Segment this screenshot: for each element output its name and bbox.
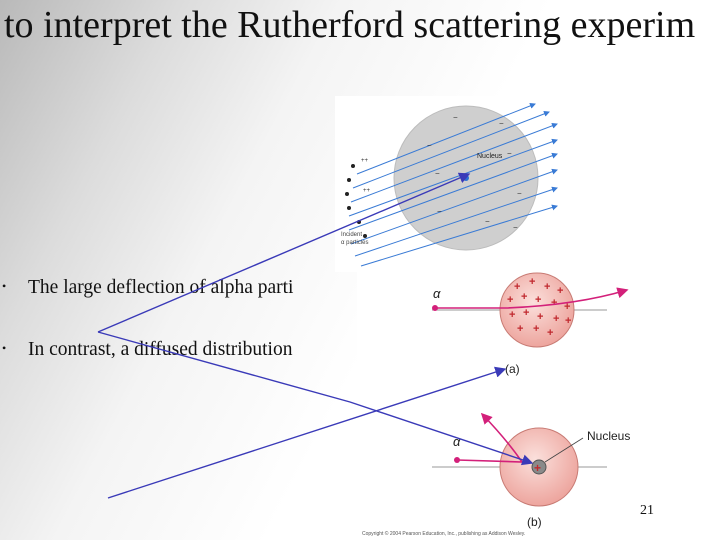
- svg-text:+: +: [517, 323, 523, 335]
- svg-text:+: +: [557, 285, 563, 297]
- alpha-label-b: α: [453, 434, 461, 449]
- svg-text:+: +: [523, 307, 529, 319]
- figure-copyright: Copyright © 2004 Pearson Education, Inc.…: [362, 531, 525, 537]
- svg-text:−: −: [485, 217, 490, 226]
- alpha-particle-a: [432, 305, 438, 311]
- svg-text:+: +: [507, 294, 513, 306]
- svg-text:+: +: [551, 297, 557, 309]
- svg-text:+: +: [529, 276, 535, 288]
- nucleus-label: Nucleus: [477, 153, 503, 160]
- nucleus-dot: [463, 175, 469, 181]
- nucleus-plus: +: [534, 461, 541, 475]
- svg-text:+: +: [514, 281, 520, 293]
- thomson-vs-rutherford-figure: ++++ +++++ +++++ +++ α (a) + Nucleus α (…: [357, 270, 720, 540]
- incident-label-line1: Incident: [341, 232, 362, 238]
- svg-text:+: +: [509, 309, 515, 321]
- svg-text:−: −: [507, 149, 512, 158]
- part-b-label: (b): [527, 515, 542, 529]
- alpha-particle-b: [454, 457, 460, 463]
- svg-text:+: +: [547, 327, 553, 339]
- svg-text:+: +: [544, 281, 550, 293]
- svg-text:−: −: [437, 207, 442, 216]
- svg-text:+: +: [553, 313, 559, 325]
- svg-text:+: +: [535, 294, 541, 306]
- svg-text:++: ++: [361, 158, 369, 164]
- page-number: 21: [640, 503, 654, 519]
- alpha-particles: [345, 164, 367, 238]
- bullet-text: The large deflection of alpha parti: [28, 277, 293, 298]
- bullet-dot: •: [2, 342, 6, 354]
- svg-text:+: +: [533, 323, 539, 335]
- atom-scattering-diagram: − − − − − − − − − ++ ++ Nucleus Incident…: [335, 96, 563, 272]
- incident-label-line2: α particles: [341, 240, 368, 246]
- slide-title: to interpret the Rutherford scattering e…: [4, 6, 695, 44]
- bullet-item: •In contrast, a diffused distribution: [28, 340, 292, 360]
- svg-text:−: −: [435, 169, 440, 178]
- svg-text:+: +: [521, 291, 527, 303]
- svg-text:−: −: [513, 223, 518, 232]
- svg-text:+: +: [565, 315, 571, 327]
- rutherford-atom-figure: − − − − − − − − − ++ ++ Nucleus Incident…: [335, 96, 563, 272]
- alpha-charges: ++ ++: [361, 158, 371, 194]
- nucleus-label-b: Nucleus: [587, 429, 630, 443]
- svg-text:+: +: [537, 311, 543, 323]
- svg-text:−: −: [499, 119, 504, 128]
- bullet-dot: •: [2, 280, 6, 292]
- svg-text:−: −: [453, 113, 458, 122]
- alpha-label-a: α: [433, 286, 441, 301]
- svg-text:++: ++: [363, 188, 371, 194]
- svg-text:−: −: [427, 141, 432, 150]
- scattering-comparison-diagram: ++++ +++++ +++++ +++ α (a) + Nucleus α (…: [357, 270, 720, 540]
- bullet-text: In contrast, a diffused distribution: [28, 339, 292, 360]
- part-a-label: (a): [505, 362, 520, 376]
- bullet-item: •The large deflection of alpha parti: [28, 278, 293, 298]
- svg-text:−: −: [517, 189, 522, 198]
